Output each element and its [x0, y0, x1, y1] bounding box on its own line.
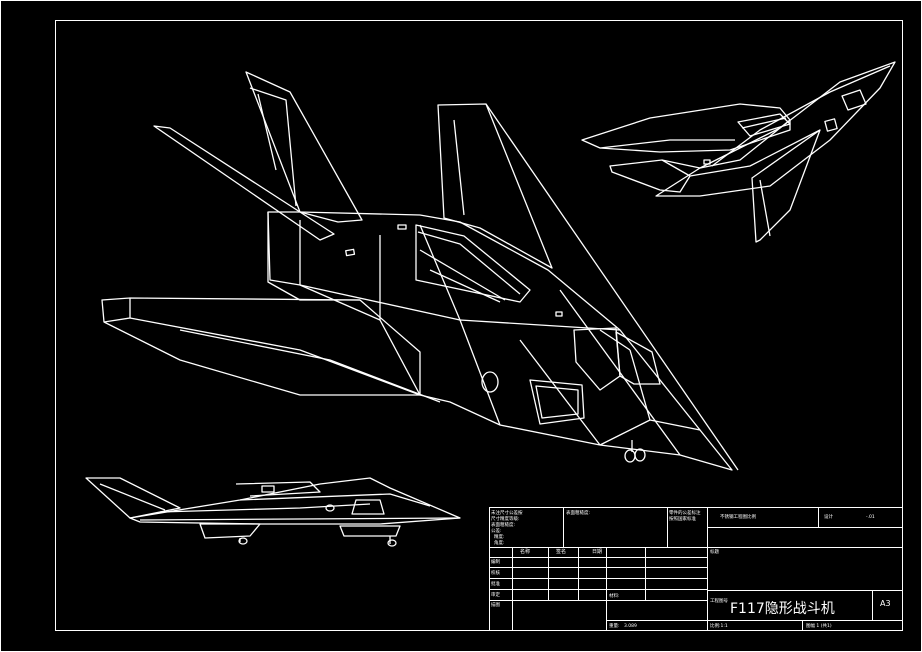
note-5: 精度:: [494, 533, 505, 540]
drawing-title: F117隐形战斗机: [730, 601, 835, 617]
note-3: 表面粗糙度:: [491, 521, 515, 528]
note-4: 公差:: [491, 527, 502, 534]
inner-border: [55, 20, 903, 631]
sheet-label: 图幅 1 (共1): [806, 622, 832, 629]
note-1: 未注尺寸公差按: [491, 509, 523, 516]
row-label-2: 校核: [491, 569, 500, 576]
header-sign: 签名: [556, 548, 566, 555]
header-name: 名称: [520, 548, 530, 555]
row-label-4: 审定: [491, 591, 500, 598]
row-label-1: 编制: [491, 558, 500, 565]
row-label-5: 描图: [491, 601, 500, 608]
rear-isometric-view: [581, 61, 896, 243]
material-code: 不锈钢工程图比例: [720, 513, 756, 520]
material-label: 材料:: [609, 592, 620, 599]
project-label: 工程图号: [710, 597, 728, 604]
design-value: -.01: [866, 514, 875, 520]
note-6: 角度:: [494, 539, 505, 546]
sheet-size: A3: [880, 599, 891, 608]
general-label: 零件的公差标注: [669, 509, 701, 516]
side-view: [85, 477, 461, 547]
weight-label: 重量:: [609, 622, 620, 629]
design-label: 设计: [824, 513, 833, 520]
general-label-2: 按照国家标准: [669, 515, 696, 522]
scale-label: 比例:1:1: [710, 622, 728, 629]
weight-value: 3.089: [624, 623, 637, 629]
header-date: 日期: [592, 549, 602, 555]
row-label-3: 批准: [491, 580, 500, 587]
title-block: [489, 507, 903, 631]
main-isometric-view: [101, 71, 739, 471]
surface-label: 表面粗糙度:: [566, 509, 590, 516]
note-2: 尺寸精度等级:: [491, 515, 520, 522]
mark-label: 标题: [710, 548, 719, 555]
